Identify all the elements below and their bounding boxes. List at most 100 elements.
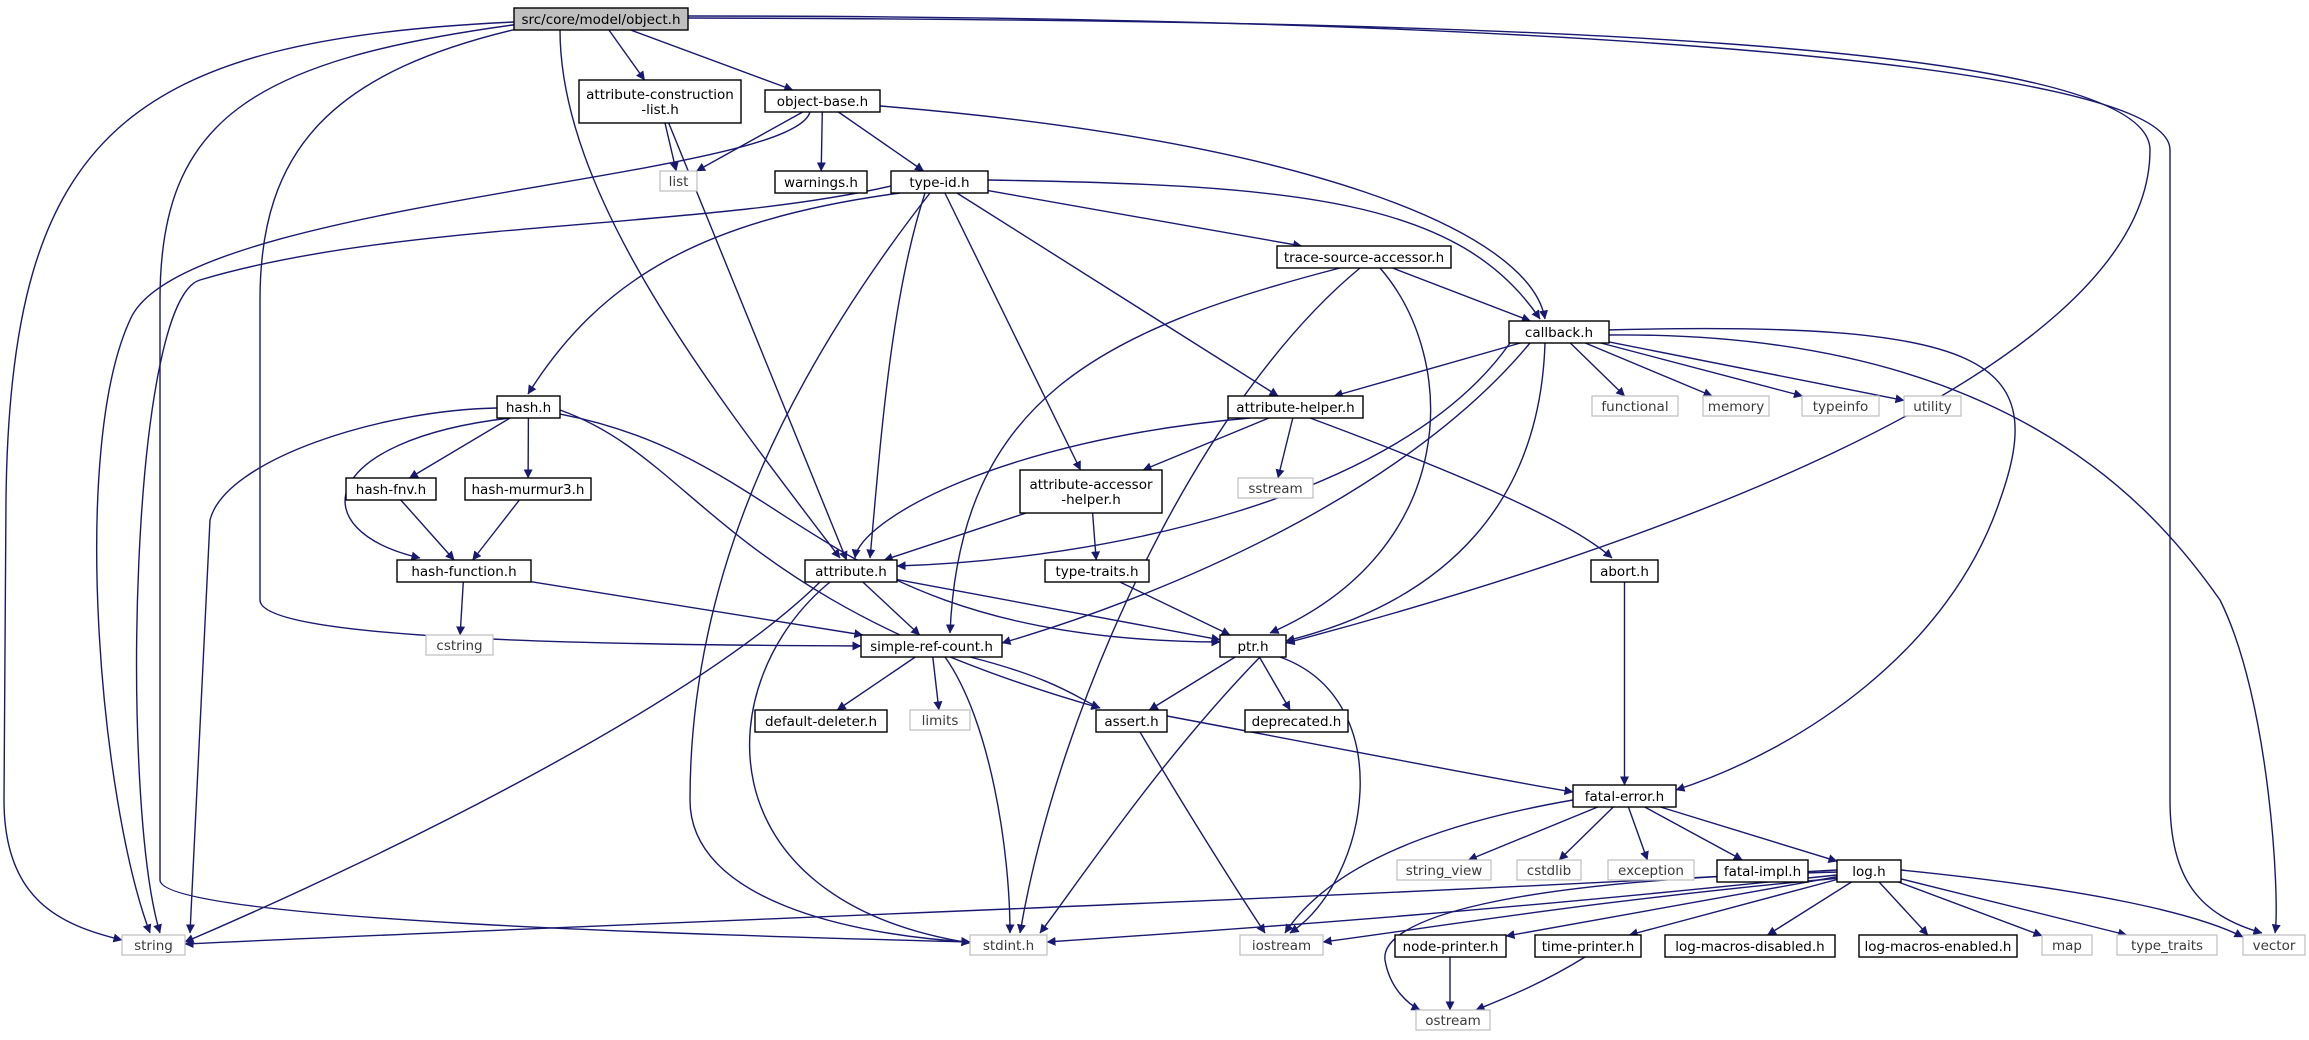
node-deprecated[interactable]: deprecated.h	[1244, 709, 1349, 733]
node-typeid[interactable]: type-id.h	[890, 170, 989, 194]
node-typetraits[interactable]: type-traits.h	[1044, 559, 1150, 583]
node-box	[1244, 709, 1349, 733]
node-label: memory	[1708, 399, 1764, 415]
node-label: list	[669, 174, 689, 190]
node-cstdlib: cstdlib	[1516, 859, 1582, 881]
node-box	[659, 170, 698, 192]
edge-src-to-stdint	[944, 656, 1015, 934]
node-hashfnv[interactable]: hash-fnv.h	[345, 477, 437, 501]
node-box	[1801, 395, 1880, 417]
edge-objbase-to-string	[96, 111, 811, 934]
edge-typeid-to-stdint	[689, 192, 971, 946]
edge-attribute-to-src	[862, 581, 921, 636]
node-label: vector	[2253, 938, 2296, 954]
node-label: hash-murmur3.h	[471, 482, 584, 498]
node-box	[2242, 934, 2306, 956]
edge-acl-to-attribute	[668, 122, 848, 561]
edge-log-to-lmd	[1767, 881, 1852, 936]
edge-aah-to-attribute	[883, 512, 1027, 562]
edge-tsa-to-ptr	[1269, 267, 1432, 634]
node-label: abort.h	[1600, 564, 1649, 580]
node-label: attribute-accessor	[1029, 477, 1153, 493]
node-box	[345, 477, 437, 501]
node-label: fatal-error.h	[1585, 789, 1665, 805]
node-label: default-deleter.h	[765, 714, 877, 730]
edge-typeid-to-callback	[987, 179, 1541, 320]
edge-callback-to-functional	[1569, 342, 1626, 397]
node-label: cstring	[436, 638, 482, 654]
node-lmd[interactable]: log-macros-disabled.h	[1664, 934, 1836, 958]
node-callback[interactable]: callback.h	[1508, 320, 1610, 344]
node-fimpl[interactable]: fatal-impl.h	[1716, 859, 1809, 883]
node-src[interactable]: simple-ref-count.h	[860, 634, 1003, 658]
node-attribute[interactable]: attribute.h	[804, 559, 898, 583]
node-log[interactable]: log.h	[1836, 859, 1902, 883]
node-label: attribute-helper.h	[1236, 400, 1354, 416]
node-murmur[interactable]: hash-murmur3.h	[464, 477, 592, 501]
edge-log-to-lme	[1878, 881, 1929, 936]
node-dd[interactable]: default-deleter.h	[754, 709, 888, 733]
edge-object-to-acl	[608, 29, 646, 81]
edge-src-to-limits	[932, 656, 943, 711]
edge-typeid-to-hash	[527, 192, 901, 395]
edge-objbase-to-list	[696, 111, 804, 172]
node-label: -helper.h	[1061, 492, 1121, 508]
node-hashfn[interactable]: hash-function.h	[396, 559, 532, 583]
edge-objbase-to-warnings	[816, 111, 826, 172]
edge-typeid-to-aah	[944, 192, 1082, 471]
edge-assert-to-iostream	[1139, 731, 1266, 934]
edge-hash-to-ptr	[559, 413, 1221, 647]
edge-typeid-to-tsa	[987, 189, 1303, 249]
node-box	[804, 559, 898, 583]
node-label: hash-fnv.h	[356, 482, 426, 498]
node-box	[909, 709, 971, 731]
node-objbase[interactable]: object-base.h	[764, 89, 881, 113]
node-memory: memory	[1702, 395, 1770, 417]
node-iostream: iostream	[1239, 934, 1324, 956]
edge-ahelper-to-sstream	[1275, 417, 1294, 479]
edge-callback-to-attribute	[896, 342, 1511, 571]
node-lme[interactable]: log-macros-enabled.h	[1858, 934, 2018, 958]
node-utility: utility	[1903, 395, 1962, 417]
node-box	[1858, 934, 2018, 958]
node-label: iostream	[1252, 938, 1311, 954]
node-timep[interactable]: time-printer.h	[1534, 934, 1642, 958]
node-box	[1276, 245, 1452, 269]
edge-callback-to-src	[1001, 342, 1531, 645]
node-box	[1219, 634, 1287, 658]
edge-log-to-string	[184, 869, 1838, 949]
node-box	[1572, 784, 1677, 808]
node-warnings[interactable]: warnings.h	[774, 170, 868, 194]
node-acl[interactable]: attribute-construction-list.h	[578, 79, 742, 124]
node-ptr[interactable]: ptr.h	[1219, 634, 1287, 658]
node-fatal[interactable]: fatal-error.h	[1572, 784, 1677, 808]
edge-log-to-map	[1898, 881, 2043, 937]
edge-ahelper-to-attribute	[851, 417, 1251, 559]
node-tt: type_traits	[2116, 934, 2218, 956]
node-tsa[interactable]: trace-source-accessor.h	[1276, 245, 1452, 269]
node-nodep[interactable]: node-printer.h	[1394, 934, 1507, 958]
node-typeinfo: typeinfo	[1801, 395, 1880, 417]
edge-fatal-to-cstdlib	[1558, 806, 1614, 861]
node-cstring: cstring	[425, 634, 494, 656]
node-label: attribute.h	[815, 564, 887, 580]
edge-objbase-to-typeid	[838, 111, 924, 172]
node-box	[1836, 859, 1902, 883]
edge-hashfn-to-src	[530, 581, 864, 639]
node-object[interactable]: src/core/model/object.h	[513, 7, 689, 31]
node-label: hash.h	[506, 400, 551, 416]
node-box	[1516, 859, 1582, 881]
node-hash[interactable]: hash.h	[496, 395, 561, 419]
edge-typeid-to-attribute	[866, 192, 926, 559]
edge-typeid-to-ahelper	[956, 192, 1279, 397]
node-assert[interactable]: assert.h	[1095, 709, 1168, 733]
node-label: sstream	[1248, 481, 1302, 497]
node-box	[774, 170, 868, 194]
node-aah[interactable]: attribute-accessor-helper.h	[1019, 469, 1163, 514]
node-abort[interactable]: abort.h	[1590, 559, 1659, 583]
edge-ptr-to-assert	[1148, 656, 1236, 711]
node-ahelper[interactable]: attribute-helper.h	[1227, 395, 1364, 419]
node-box	[578, 79, 742, 124]
node-limits: limits	[909, 709, 971, 731]
node-label: ptr.h	[1237, 639, 1268, 655]
